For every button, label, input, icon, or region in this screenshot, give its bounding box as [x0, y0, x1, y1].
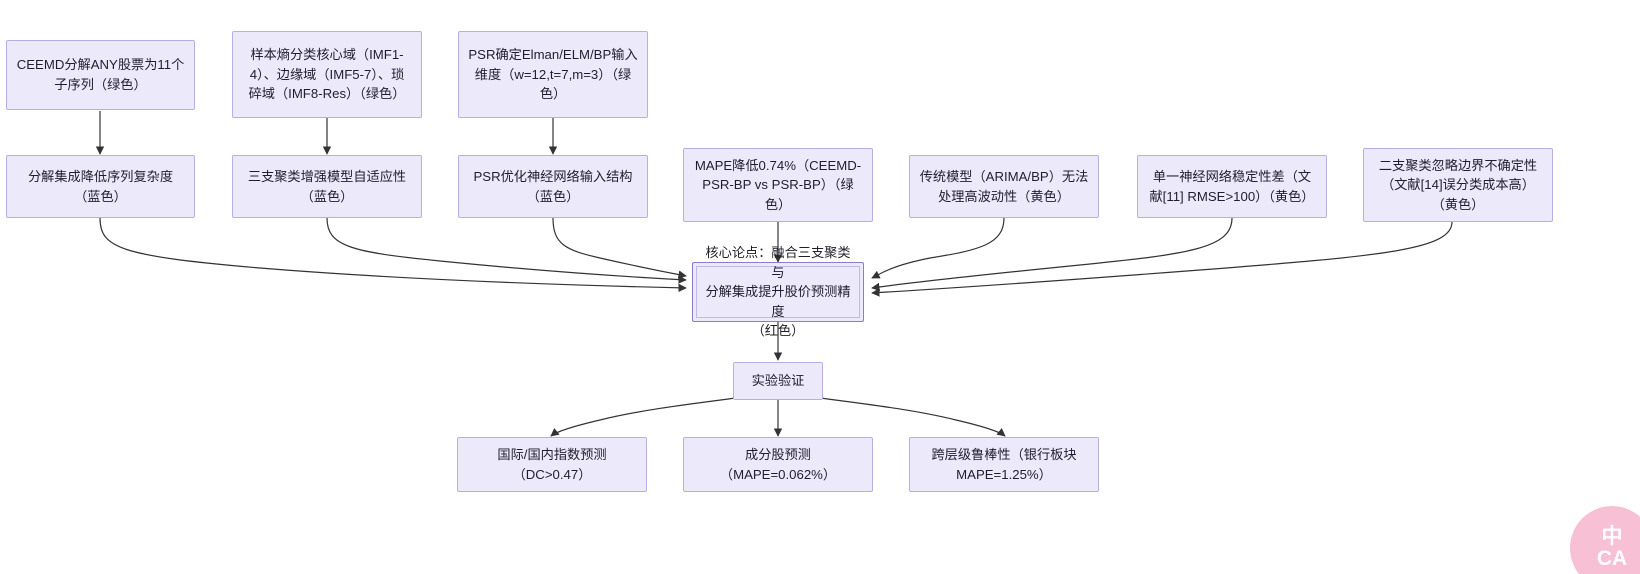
- edge-experiment-to-index: [550, 397, 737, 437]
- edge-experiment-to-robust: [819, 397, 1006, 437]
- node-evidence-mape[interactable]: MAPE降低0.74%（CEEMD- PSR-BP vs PSR-BP）（绿 色…: [683, 148, 873, 222]
- watermark-badge: 中 CA: [1570, 506, 1640, 574]
- node-result-stock[interactable]: 成分股预测 （MAPE=0.062%）: [683, 437, 873, 492]
- node-method-entropy[interactable]: 样本熵分类核心域（IMF1- 4）、边缘域（IMF5-7）、琐 碎域（IMF8-…: [232, 31, 422, 118]
- node-method-ceemd[interactable]: CEEMD分解ANY股票为11个 子序列（绿色）: [6, 40, 195, 110]
- edge-decomp-to-core: [99, 217, 687, 293]
- node-gap-traditional[interactable]: 传统模型（ARIMA/BP）无法 处理高波动性（黄色）: [909, 155, 1099, 218]
- node-claim-threeway[interactable]: 三支聚类增强模型自适应性 （蓝色）: [232, 155, 422, 218]
- node-gap-traditional-label: 传统模型（ARIMA/BP）无法 处理高波动性（黄色）: [919, 168, 1089, 204]
- node-claim-decomp-label: 分解集成降低序列复杂度 （蓝色）: [27, 168, 174, 204]
- edge-threeway-to-core: [326, 217, 687, 284]
- node-core-claim[interactable]: 核心论点：融合三支聚类与 分解集成提升股价预测精度 （红色）: [692, 245, 864, 338]
- node-gap-twoway[interactable]: 二支聚类忽略边界不确定性 （文献[14]误分类成本高） （黄色）: [1363, 148, 1553, 222]
- node-result-robust[interactable]: 跨层级鲁棒性（银行板块 MAPE=1.25%）: [909, 437, 1099, 492]
- node-method-psr-label: PSR确定Elman/ELM/BP输入 维度（w=12,t=7,m=3）（绿 色…: [468, 47, 638, 102]
- node-claim-threeway-label: 三支聚类增强模型自适应性 （蓝色）: [247, 168, 407, 204]
- edge-twoway-to-core: [871, 221, 1453, 297]
- node-result-index-label: 国际/国内指数预测 （DC>0.47）: [497, 446, 607, 482]
- node-method-psr[interactable]: PSR确定Elman/ELM/BP输入 维度（w=12,t=7,m=3）（绿 色…: [458, 31, 648, 118]
- watermark-line2: CA: [1596, 547, 1628, 570]
- node-claim-decomp[interactable]: 分解集成降低序列复杂度 （蓝色）: [6, 155, 195, 218]
- node-result-stock-label: 成分股预测 （MAPE=0.062%）: [719, 446, 837, 482]
- node-result-index[interactable]: 国际/国内指数预测 （DC>0.47）: [457, 437, 647, 492]
- node-experiment[interactable]: 实验验证: [733, 362, 823, 400]
- node-claim-psr-label: PSR优化神经网络输入结构 （蓝色）: [473, 168, 633, 204]
- node-method-ceemd-label: CEEMD分解ANY股票为11个 子序列（绿色）: [16, 57, 185, 92]
- edge-singlenn-to-core: [871, 217, 1233, 292]
- node-gap-singlenn[interactable]: 单一神经网络稳定性差（文 献[11] RMSE>100）（黄色）: [1137, 155, 1327, 218]
- node-core-claim-label: 核心论点：融合三支聚类与 分解集成提升股价预测精度 （红色）: [705, 245, 851, 339]
- node-result-robust-label: 跨层级鲁棒性（银行板块 MAPE=1.25%）: [931, 446, 1077, 482]
- node-evidence-mape-label: MAPE降低0.74%（CEEMD- PSR-BP vs PSR-BP）（绿 色…: [694, 157, 862, 212]
- node-method-entropy-label: 样本熵分类核心域（IMF1- 4）、边缘域（IMF5-7）、琐 碎域（IMF8-…: [248, 47, 406, 102]
- node-claim-psr[interactable]: PSR优化神经网络输入结构 （蓝色）: [458, 155, 648, 218]
- edge-psropt-to-core: [552, 217, 687, 279]
- node-gap-twoway-label: 二支聚类忽略边界不确定性 （文献[14]误分类成本高） （黄色）: [1378, 157, 1538, 212]
- edge-psropt2-to-core: [871, 217, 1005, 279]
- watermark-line1: 中: [1601, 524, 1623, 548]
- node-experiment-label: 实验验证: [751, 373, 805, 389]
- node-gap-singlenn-label: 单一神经网络稳定性差（文 献[11] RMSE>100）（黄色）: [1149, 168, 1315, 204]
